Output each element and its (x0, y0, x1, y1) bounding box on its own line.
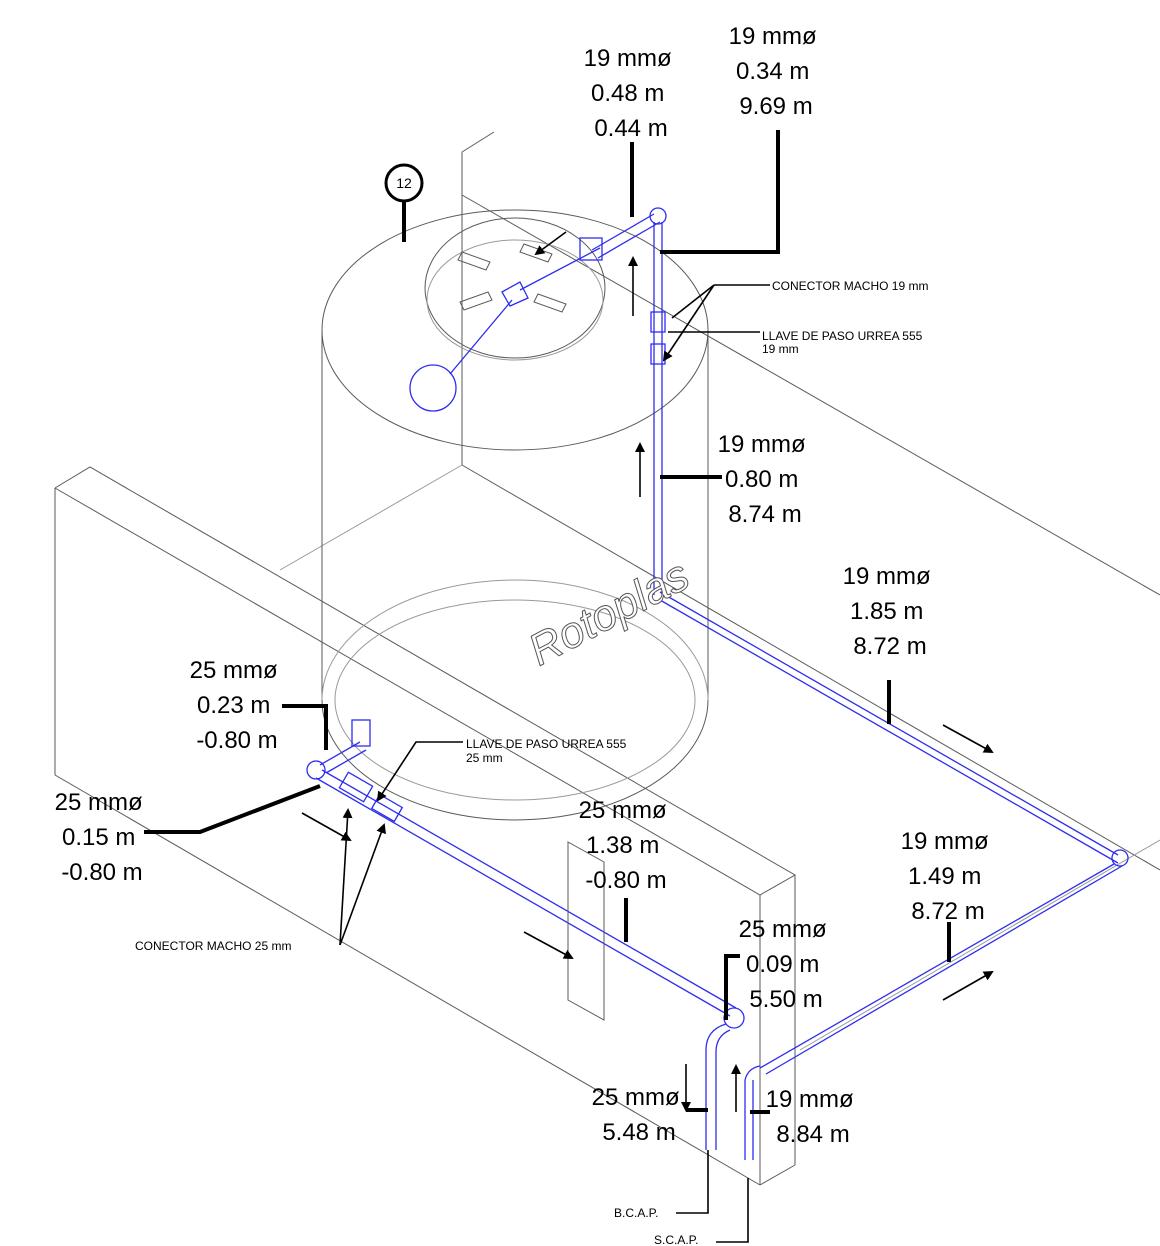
wall-sleeve (567, 841, 605, 1021)
label-run-lower-right: 19 mmø 1.49 m 8.72 m (901, 828, 996, 925)
tank-tag-number: 12 (396, 175, 412, 191)
label-drop-bottom: 25 mmø 5.48 m (592, 1084, 687, 1146)
label-out-top-right: 19 mmø 0.34 m 9.69 m (729, 23, 824, 120)
callout-llave-19-line1: LLAVE DE PASO URREA 555 (762, 329, 923, 343)
water-tank (321, 209, 709, 821)
tank-tag: 12 (384, 163, 424, 203)
callout-scap: S.C.A.P. (654, 1233, 698, 1246)
parapet-wall (54, 466, 797, 1186)
label-run-center: 25 mmø 1.38 m -0.80 m (579, 797, 674, 894)
callout-conector-25: CONECTOR MACHO 25 mm (135, 939, 291, 953)
label-outlet-left: 25 mmø 0.23 m -0.80 m (190, 657, 285, 754)
label-outlet-far-left: 25 mmø 0.15 m -0.80 m (55, 789, 150, 886)
label-riser-mid: 19 mmø 0.80 m 8.74 m (718, 431, 813, 528)
callout-llave-19-line2: 19 mm (762, 342, 799, 356)
callout-llave-25-line1: LLAVE DE PASO URREA 555 (466, 737, 627, 751)
tank-brand: Rotoplas (521, 550, 697, 675)
label-run-right: 19 mmø 1.85 m 8.72 m (843, 563, 938, 660)
label-out-top-left: 19 mmø 0.48 m 0.44 m (584, 45, 679, 142)
callout-bcap: B.C.A.P. (614, 1206, 658, 1220)
label-drop-elbow: 25 mmø 0.09 m 5.50 m (739, 916, 834, 1013)
leader-lines (144, 130, 951, 1243)
pipe-network (306, 207, 1129, 1160)
float-valve (409, 247, 601, 412)
roof-slab-outline (279, 131, 1160, 1051)
callout-conector-19: CONECTOR MACHO 19 mm (772, 279, 928, 293)
dimension-labels: 19 mmø 0.48 m 0.44 m 19 mmø 0.34 m 9.69 … (55, 23, 996, 1148)
flow-arrows (301, 231, 994, 1112)
callout-llave-25-line2: 25 mm (466, 751, 503, 765)
label-rise-bottom: 19 mmø 8.84 m (766, 1086, 861, 1148)
callouts: CONECTOR MACHO 19 mm LLAVE DE PASO URREA… (135, 279, 928, 1246)
